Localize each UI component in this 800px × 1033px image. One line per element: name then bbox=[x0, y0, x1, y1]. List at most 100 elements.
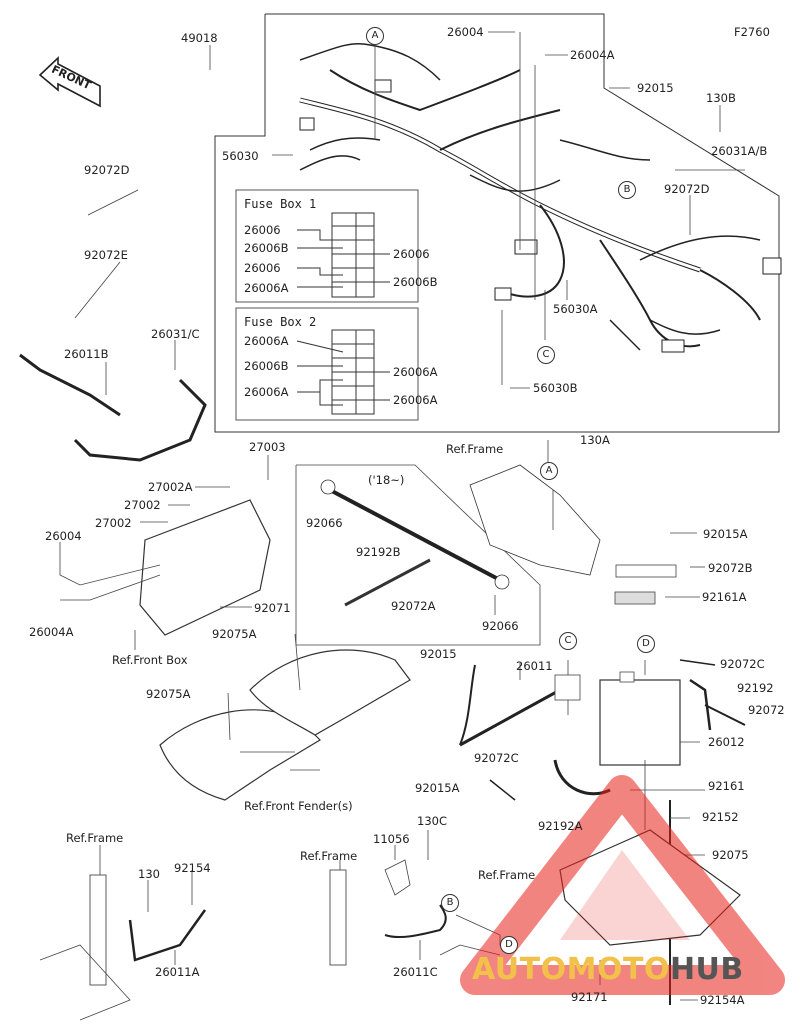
part-label: ('18~) bbox=[368, 473, 405, 487]
part-label: 92154A bbox=[700, 993, 745, 1007]
harness-box-outline bbox=[214, 13, 780, 433]
part-label: 49018 bbox=[181, 31, 218, 45]
frame-post-left bbox=[89, 874, 107, 986]
callout-letter-a-2: A bbox=[540, 462, 558, 480]
part-label: 56030B bbox=[533, 381, 578, 395]
battery bbox=[599, 679, 681, 766]
part-label: 92015A bbox=[415, 781, 460, 795]
part-label: 92072 bbox=[748, 703, 785, 717]
watermark-triangle bbox=[460, 775, 785, 995]
part-label: 92072D bbox=[664, 182, 710, 196]
part-label: 130C bbox=[417, 814, 447, 828]
callout-letter-d-2: D bbox=[500, 936, 518, 954]
part-label: 92071 bbox=[254, 601, 291, 615]
part-label: 26031A/B bbox=[711, 144, 768, 158]
part-label: 26011B bbox=[64, 347, 109, 361]
fuse-box-1-left-1: 26006B bbox=[244, 241, 289, 255]
part-label: 92161 bbox=[708, 779, 745, 793]
callout-letter-a: A bbox=[366, 27, 384, 45]
part-label: 92075 bbox=[712, 848, 749, 862]
fuse-box-2-right-1: 26006A bbox=[393, 393, 438, 407]
part-label: 26011 bbox=[516, 659, 553, 673]
part-label: 92072C bbox=[720, 657, 765, 671]
fuse-box-1-left-0: 26006 bbox=[244, 223, 281, 237]
part-label: 92072C bbox=[474, 751, 519, 765]
fuse-box-1-left-2: 26006 bbox=[244, 261, 281, 275]
fuse-box-1-right-0: 26006 bbox=[393, 247, 430, 261]
part-label: Ref.Frame bbox=[300, 849, 358, 863]
part-label: 92152 bbox=[702, 810, 739, 824]
fuse-box-2-left-2: 26006A bbox=[244, 385, 289, 399]
part-label: 11056 bbox=[373, 832, 410, 846]
callout-letter-b-2: B bbox=[441, 894, 459, 912]
part-label: Ref.Front Box bbox=[112, 653, 188, 667]
part-label: 26031/C bbox=[151, 327, 200, 341]
part-label: 92072B bbox=[708, 561, 753, 575]
battery-strip bbox=[615, 564, 677, 578]
part-label: 130A bbox=[580, 433, 610, 447]
front-box-body bbox=[139, 499, 271, 636]
part-label: 92015 bbox=[420, 647, 457, 661]
part-label: 26004A bbox=[570, 48, 615, 62]
callout-letter-c: C bbox=[537, 346, 555, 364]
part-label: 26004 bbox=[447, 25, 484, 39]
part-label: 130B bbox=[706, 91, 736, 105]
part-label: 92072D bbox=[84, 163, 130, 177]
leader-lines bbox=[19, 31, 746, 1021]
fuse-box-1-right-1: 26006B bbox=[393, 275, 438, 289]
part-label: 56030 bbox=[222, 149, 259, 163]
main-harness bbox=[299, 42, 782, 353]
part-label: 92015A bbox=[703, 527, 748, 541]
part-label: 92072A bbox=[391, 599, 436, 613]
part-label: 92075A bbox=[146, 687, 191, 701]
callout-letter-b: B bbox=[618, 181, 636, 199]
part-label: Ref.Frame bbox=[66, 831, 124, 845]
fuse-box-1-frame bbox=[235, 189, 419, 303]
watermark-logo: AUTOMOTOHUB bbox=[472, 952, 744, 987]
front-fender-right bbox=[249, 649, 411, 736]
part-label: Ref.Frame bbox=[478, 868, 536, 882]
callout-letter-d: D bbox=[637, 635, 655, 653]
figure-code: F2760 bbox=[734, 25, 770, 39]
frame-post-mid bbox=[329, 869, 347, 966]
fuse-box-1-symbol bbox=[297, 212, 390, 298]
fuse-box-2-symbol bbox=[296, 329, 390, 415]
fuse-box-1-left-3: 26006A bbox=[244, 281, 289, 295]
fuse-box-2-title: Fuse Box 2 bbox=[244, 315, 317, 329]
part-label: 92154 bbox=[174, 861, 211, 875]
fuse-box-2-right-0: 26006A bbox=[393, 365, 438, 379]
part-label: 26004 bbox=[45, 529, 82, 543]
part-label: 56030A bbox=[553, 302, 598, 316]
part-label: 92075A bbox=[212, 627, 257, 641]
part-label: 92192 bbox=[737, 681, 774, 695]
part-label: 92066 bbox=[306, 516, 343, 530]
front-arrow bbox=[38, 56, 101, 108]
part-label: 27002 bbox=[124, 498, 161, 512]
part-label: 26012 bbox=[708, 735, 745, 749]
part-label: 92161A bbox=[702, 590, 747, 604]
part-label: 92171 bbox=[571, 990, 608, 1004]
fuse-box-2-frame bbox=[235, 307, 419, 421]
part-label: 27002 bbox=[95, 516, 132, 530]
part-label: 27002A bbox=[148, 480, 193, 494]
part-label: 26011A bbox=[155, 965, 200, 979]
fuse-box-1-title: Fuse Box 1 bbox=[244, 197, 317, 211]
part-label: 26004A bbox=[29, 625, 74, 639]
part-label: Ref.Frame bbox=[446, 442, 504, 456]
fuse-box-2-left-0: 26006A bbox=[244, 334, 289, 348]
part-label: 92015 bbox=[637, 81, 674, 95]
part-label: 92192A bbox=[538, 819, 583, 833]
part-label: 27003 bbox=[249, 440, 286, 454]
frame-top bbox=[469, 464, 601, 576]
part-label: 130 bbox=[138, 867, 160, 881]
part-label: 92192B bbox=[356, 545, 401, 559]
part-label: 92072E bbox=[84, 248, 128, 262]
fuse-box-2-left-1: 26006B bbox=[244, 359, 289, 373]
callout-letter-c-2: C bbox=[559, 632, 577, 650]
part-label: 92066 bbox=[482, 619, 519, 633]
part-label: 26011C bbox=[393, 965, 438, 979]
year-box bbox=[295, 464, 541, 646]
part-label: Ref.Front Fender(s) bbox=[244, 799, 353, 813]
